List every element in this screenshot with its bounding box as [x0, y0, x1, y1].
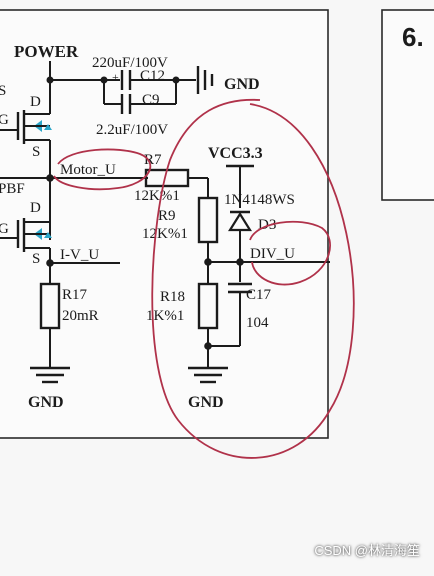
c12-value: 220uF/100V [92, 55, 168, 71]
upper-fet-d-label: D [30, 94, 41, 110]
diode-value: 1N4148WS [224, 192, 295, 208]
upper-fet-g-label: G [0, 112, 9, 128]
r7-value: 12K%1 [134, 188, 180, 204]
power-label: POWER [14, 42, 79, 61]
r9-ref: R9 [158, 208, 176, 224]
upper-fet-s-left: S [0, 83, 6, 99]
r7-ref: R7 [144, 152, 162, 168]
r18-value: 1K%1 [146, 308, 184, 324]
junction-dot [46, 76, 54, 84]
gnd-right-label: GND [188, 394, 224, 411]
upper-fet-diode [44, 124, 52, 130]
gnd-left-label: GND [28, 394, 64, 411]
c9-value: 2.2uF/100V [96, 122, 168, 138]
lower-fet-d-label: D [30, 200, 41, 216]
r17-ref: R17 [62, 287, 88, 303]
panel-heading: 6. [402, 22, 424, 52]
r9-value: 12K%1 [142, 226, 188, 242]
c12-ref: C12 [140, 68, 165, 84]
divider-annotation [151, 98, 355, 459]
i-v-u-label: I-V_U [60, 247, 99, 263]
vcc-label: VCC3.3 [208, 145, 263, 162]
watermark: CSDN @林清海笙 [314, 543, 420, 558]
div-u-label: DIV_U [250, 246, 295, 262]
div-u-annotation [249, 220, 331, 286]
junction-dot [100, 76, 108, 84]
upper-pbf-label: PBF [0, 181, 25, 197]
gnd-top-label: GND [224, 76, 260, 93]
upper-fet-s-label: S [32, 144, 40, 160]
adjacent-panel [381, 9, 434, 201]
lower-fet-diode [44, 232, 52, 238]
c17-value: 104 [246, 315, 269, 331]
motor-u-annotation [53, 148, 152, 191]
lower-fet-s-label: S [32, 251, 40, 267]
c9-ref: C9 [142, 92, 160, 108]
c17-ref: C17 [246, 287, 272, 303]
r17-value: 20mR [62, 308, 99, 324]
motor-u-label: Motor_U [60, 162, 116, 178]
lower-fet-g-label: G [0, 221, 9, 237]
c12-plus: + [112, 70, 119, 84]
junction-dot [172, 76, 180, 84]
r18-ref: R18 [160, 289, 185, 305]
